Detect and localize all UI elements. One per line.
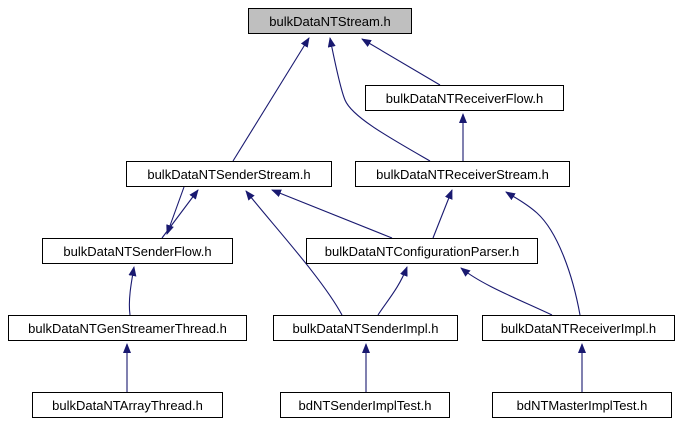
node-masterImplTest[interactable]: bdNTMasterImplTest.h (492, 392, 672, 418)
edge-configParser-to-senderStream (271, 189, 393, 239)
edge-group (123, 37, 586, 392)
node-senderImplTest[interactable]: bdNTSenderImplTest.h (280, 392, 450, 418)
edge-senderStream-to-stream (232, 37, 310, 162)
node-receiverStream[interactable]: bulkDataNTReceiverStream.h (355, 161, 570, 187)
node-receiverImpl[interactable]: bulkDataNTReceiverImpl.h (482, 315, 675, 341)
edge-senderStream-to-senderFlow (166, 186, 185, 235)
edge-senderImpl-to-senderStream (245, 190, 343, 316)
node-stream[interactable]: bulkDataNTStream.h (248, 8, 412, 34)
edge-receiverImpl-to-receiverStream (505, 191, 581, 316)
edge-receiverStream-to-stream (327, 37, 431, 162)
node-senderStream[interactable]: bulkDataNTSenderStream.h (126, 161, 332, 187)
edge-genStreamerThread-to-senderFlow (128, 266, 137, 316)
edge-configParser-to-receiverStream (432, 189, 453, 239)
edge-receiverImpl-to-configParser (460, 267, 553, 316)
node-senderFlow[interactable]: bulkDataNTSenderFlow.h (42, 238, 233, 264)
node-senderImpl[interactable]: bulkDataNTSenderImpl.h (273, 315, 458, 341)
node-receiverFlow[interactable]: bulkDataNTReceiverFlow.h (365, 85, 564, 111)
node-genStreamerThread[interactable]: bulkDataNTGenStreamerThread.h (8, 315, 247, 341)
node-configParser[interactable]: bulkDataNTConfigurationParser.h (306, 238, 538, 264)
edge-senderImpl-to-configParser (377, 266, 408, 316)
node-arrayThread[interactable]: bulkDataNTArrayThread.h (32, 392, 223, 418)
edge-receiverFlow-to-stream (361, 38, 441, 86)
